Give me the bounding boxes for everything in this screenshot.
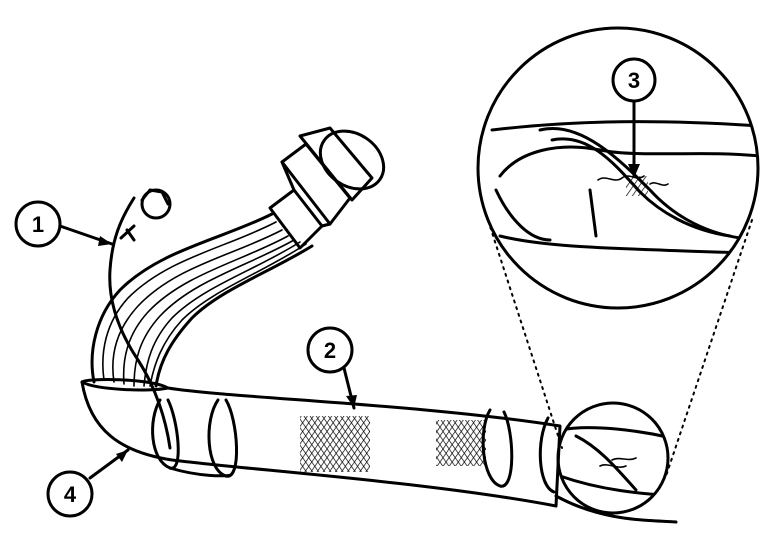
callout-2-label: 2 [324,338,336,363]
detail-source-circle [556,401,670,515]
wrap-wire [151,398,678,524]
connector [268,126,386,250]
projection-lines [485,213,753,477]
splice-hatch [626,176,648,196]
ground-lead [108,188,172,450]
callout-4-label: 4 [64,482,77,507]
callout-2: 2 [306,326,357,410]
callout-1-label: 1 [32,212,44,237]
shading-patch-2b [436,420,486,466]
detail-magnified-circle [476,26,760,310]
callout-4: 4 [46,448,130,518]
callout-3-label: 3 [628,68,640,93]
wire-bundle [90,212,314,388]
shading-patch-1b [300,416,370,472]
callout-1: 1 [14,200,114,248]
callout-3: 3 [611,57,657,178]
